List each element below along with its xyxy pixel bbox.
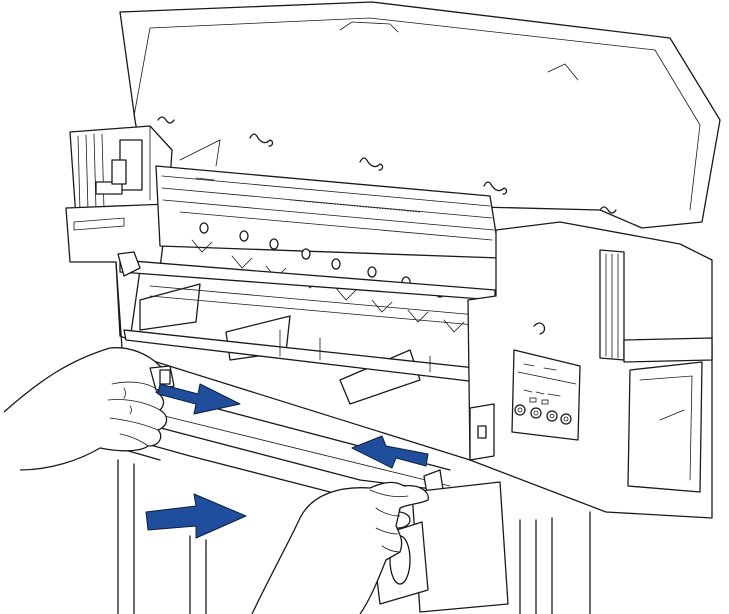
media-lever xyxy=(469,322,546,461)
bottom-arrow-pointing-right xyxy=(145,493,247,539)
right-paper-guide xyxy=(371,469,509,613)
lid-clips xyxy=(157,116,617,214)
left-cartridge-bay xyxy=(69,125,173,219)
left-arrow-pointing-right xyxy=(157,383,241,415)
right-hand xyxy=(251,481,429,614)
printer-carriage xyxy=(155,139,501,333)
control-panel xyxy=(511,349,581,441)
right-arrow-pointing-left xyxy=(351,435,429,469)
printer-stand xyxy=(117,459,591,614)
left-hand xyxy=(3,347,175,471)
paper-guides xyxy=(123,283,495,405)
right-housing xyxy=(467,221,713,519)
